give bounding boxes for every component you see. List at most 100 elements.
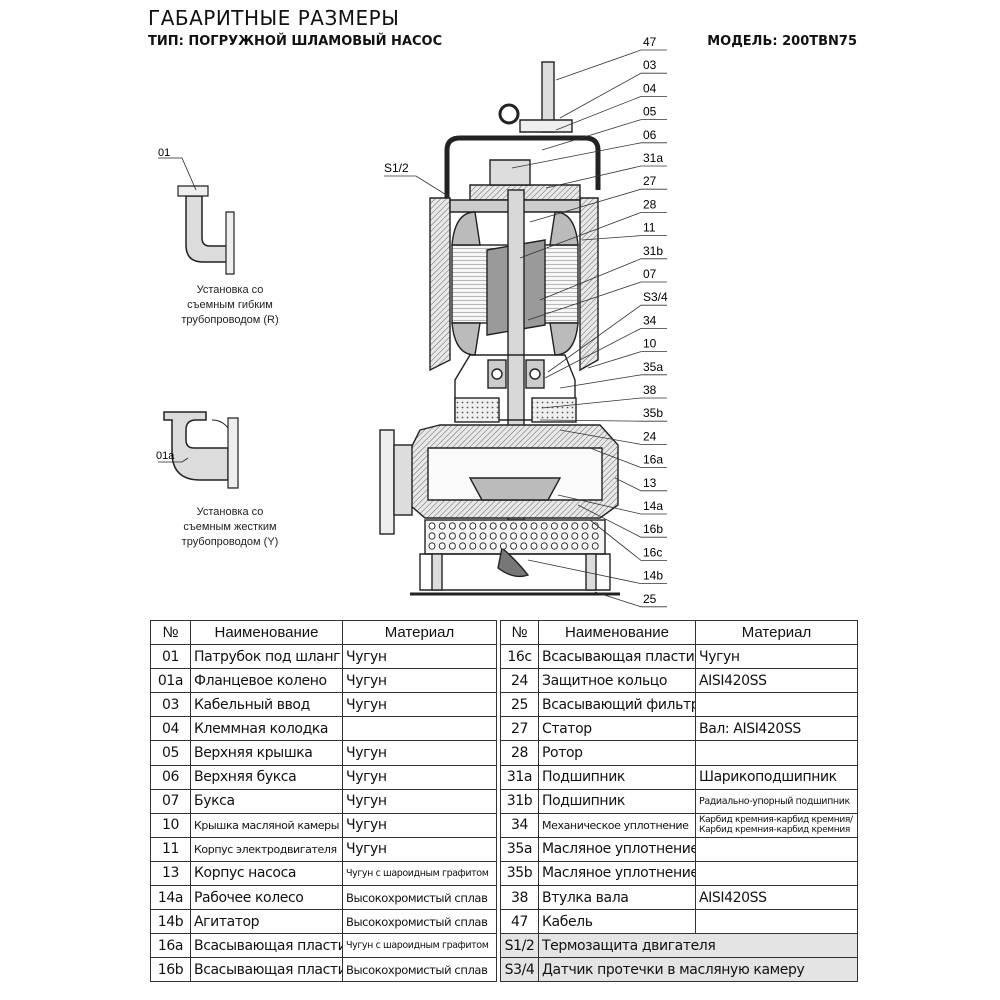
strainer-hole [438,532,446,540]
leader-line [581,235,667,241]
callout-label: 16a [643,453,663,467]
callout-label: 04 [643,81,657,95]
part-material: Высокохромистый сплав [342,909,497,935]
callout-label: 03 [643,58,657,72]
variant-y-tag: 01a [156,450,175,462]
strainer-hole [499,522,507,530]
pump-body [379,61,620,596]
callout-label: S1/2 [384,161,409,175]
part-number: 14a [150,885,191,911]
strainer-hole [469,542,477,550]
strainer-hole [499,532,507,540]
callout-label: 16b [643,522,663,536]
part-name: Термозащита двигателя [538,933,858,959]
leader-line [544,328,667,379]
variant-y-caption: Установка со съемным жестким трубопровод… [150,505,310,550]
leader-line [555,96,667,131]
leader-line [539,258,667,301]
part-material: Высокохромистый сплав [342,885,497,911]
part-name: Ротор [538,740,696,766]
strainer-hole [591,542,599,550]
strainer-hole [459,542,467,550]
strainer-hole [581,542,589,550]
strainer-hole [540,522,548,530]
col-header-name: Наименование [538,619,696,646]
strainer-hole [448,532,456,540]
callout-label: S3/4 [643,290,668,304]
strainer-hole [489,522,497,530]
strainer-hole [561,522,569,530]
strainer-hole [438,542,446,550]
strainer-hole [530,542,538,550]
part-material: Чугун [342,740,497,766]
part-material: Чугун [342,788,497,814]
strainer-hole [428,522,436,530]
part-number: 31b [500,788,539,814]
pump-section-drawing: 01 01a [156,35,668,608]
col-header-material: Материал [695,619,858,646]
part-number: 34 [500,812,539,838]
part-name: Кабель [538,909,696,935]
leader-line [559,374,667,389]
part-material [695,860,858,887]
callout-label: 35a [643,360,663,374]
part-number: 11 [150,836,191,862]
part-material: Чугун [342,692,497,718]
strainer-holes [428,522,599,550]
callout-label: 14b [643,569,663,583]
part-name: Механическое уплотнение [538,812,696,838]
callout-leaders [511,49,667,608]
leader-line [527,559,667,584]
strainer-hole [489,542,497,550]
part-number: 01 [150,644,191,670]
part-name: Всасывающая пластина [190,957,343,983]
strainer-hole [571,532,579,540]
strainer-hole [581,522,589,530]
part-material [695,692,858,718]
part-material: Чугун [342,644,497,670]
part-number: 35a [500,836,539,862]
part-material [695,836,858,862]
col-header-material: Материал [342,619,497,646]
strainer-hole [581,532,589,540]
strainer-hole [520,542,528,550]
leader-line [594,591,667,608]
leader-line [614,477,667,492]
part-material: AISI420SS [695,885,858,911]
part-name: Масляное уплотнение [538,836,696,862]
strainer-hole [550,542,558,550]
part-number: 03 [150,692,191,718]
part-number: 31a [500,764,539,790]
strainer-hole [448,542,456,550]
leader-line [545,165,667,189]
variant-r-caption: Установка со съемным гибким трубопроводо… [150,283,310,328]
part-name: Статор [538,716,696,742]
callout-labels: 470304050631a27281131b07S3/4341035a3835b… [643,35,668,606]
part-number: 16a [150,933,191,959]
leader-line [559,72,667,119]
strainer-hole [499,542,507,550]
strainer-hole [459,522,467,530]
caption-line: съемным гибким [187,299,273,311]
callout-label: 07 [643,267,657,281]
part-number: 07 [150,788,191,814]
part-material: Чугун [342,668,497,694]
strainer-hole [469,532,477,540]
strainer-hole [540,532,548,540]
callout-label: 47 [643,35,657,49]
part-name: Масляное уплотнение [538,860,696,887]
strainer-hole [591,532,599,540]
